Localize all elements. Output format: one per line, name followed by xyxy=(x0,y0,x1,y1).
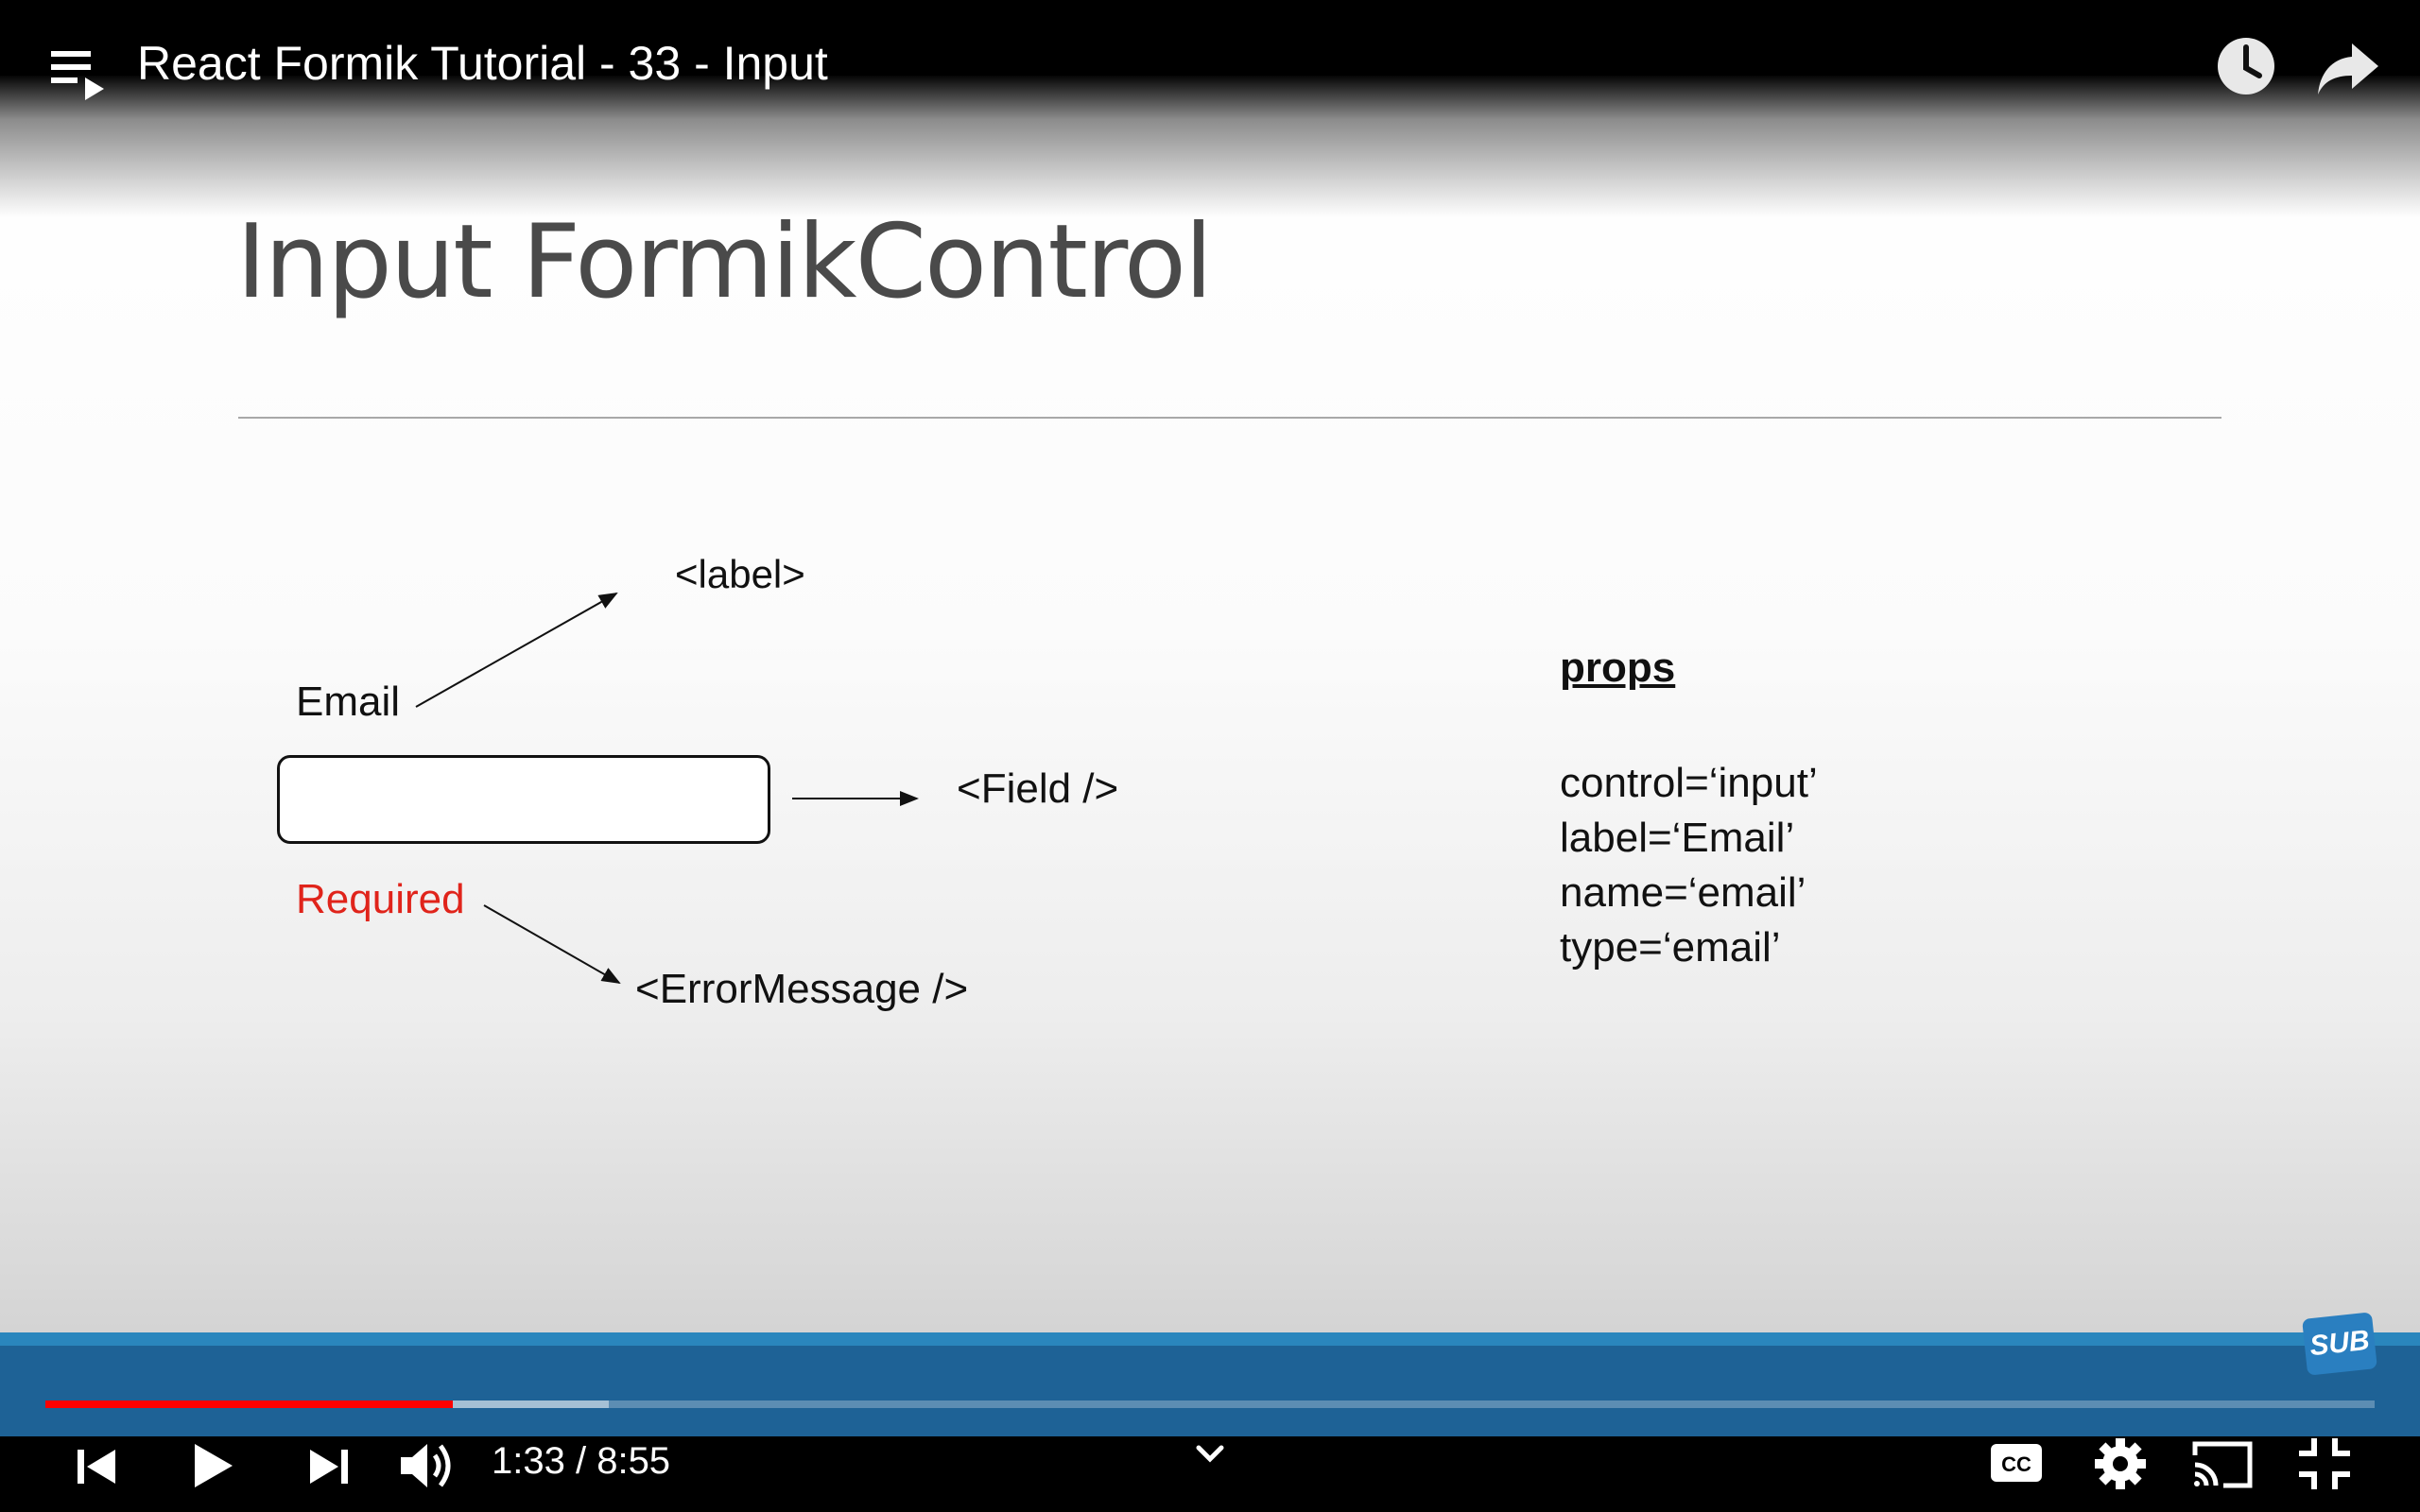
label-tag-text: <label> xyxy=(675,552,805,596)
props-heading: props xyxy=(1560,644,1676,691)
video-bottom-band-highlight xyxy=(0,1332,2420,1346)
time-separator: / xyxy=(564,1440,597,1482)
slide-title: Input FormikControl xyxy=(236,203,1213,321)
props-line: name=‘email’ xyxy=(1560,869,1806,916)
share-button[interactable] xyxy=(2314,36,2382,100)
props-line: type=‘email’ xyxy=(1560,924,1781,971)
video-title[interactable]: React Formik Tutorial - 33 - Input xyxy=(137,37,828,90)
props-list: control=‘input’ label=‘Email’ name=‘emai… xyxy=(1560,756,1818,975)
props-line: control=‘input’ xyxy=(1560,760,1818,806)
more-controls-button[interactable] xyxy=(1193,1440,1227,1467)
previous-button[interactable] xyxy=(74,1442,119,1491)
watch-later-button[interactable] xyxy=(2214,34,2278,98)
progress-played xyxy=(45,1400,454,1408)
video-bottom-band xyxy=(0,1332,2420,1436)
props-line: label=‘Email’ xyxy=(1560,815,1795,861)
progress-bar[interactable] xyxy=(45,1400,2375,1408)
play-icon xyxy=(195,1444,233,1487)
current-time: 1:33 xyxy=(492,1440,565,1482)
duration: 8:55 xyxy=(596,1440,671,1482)
error-message-tag-text: <ErrorMessage /> xyxy=(635,966,969,1012)
cast-icon xyxy=(2192,1441,2253,1488)
example-input-box xyxy=(277,755,770,844)
svg-text:CC: CC xyxy=(2001,1452,2031,1476)
playlist-button[interactable] xyxy=(45,38,112,104)
watch-later-icon xyxy=(2218,38,2274,94)
next-button[interactable] xyxy=(306,1442,352,1491)
volume-icon xyxy=(401,1444,451,1487)
previous-icon xyxy=(78,1450,115,1484)
title-divider xyxy=(238,417,2221,419)
top-gradient xyxy=(0,0,2420,217)
cast-button[interactable] xyxy=(2189,1435,2256,1493)
video-frame[interactable] xyxy=(0,76,2420,1332)
next-icon xyxy=(310,1450,348,1484)
arrow-to-label xyxy=(415,593,618,708)
exit-fullscreen-button[interactable] xyxy=(2295,1435,2354,1493)
arrow-to-error xyxy=(483,904,621,984)
share-icon xyxy=(2318,43,2378,94)
gear-icon xyxy=(2095,1438,2146,1489)
playlist-icon xyxy=(51,51,104,100)
field-tag-text: <Field /> xyxy=(957,765,1119,812)
time-display: 1:33 / 8:55 xyxy=(492,1440,670,1483)
settings-button[interactable] xyxy=(2091,1435,2150,1493)
play-button[interactable] xyxy=(187,1438,238,1493)
subscribe-badge[interactable]: SUB xyxy=(2302,1312,2377,1376)
email-label-text: Email xyxy=(296,679,401,725)
captions-icon: CC xyxy=(1991,1444,2042,1482)
volume-button[interactable] xyxy=(397,1436,458,1495)
chevron-down-icon xyxy=(1196,1445,1224,1463)
captions-button[interactable]: CC xyxy=(1989,1440,2044,1487)
exit-fullscreen-icon xyxy=(2299,1438,2350,1489)
required-error-text: Required xyxy=(296,876,465,922)
